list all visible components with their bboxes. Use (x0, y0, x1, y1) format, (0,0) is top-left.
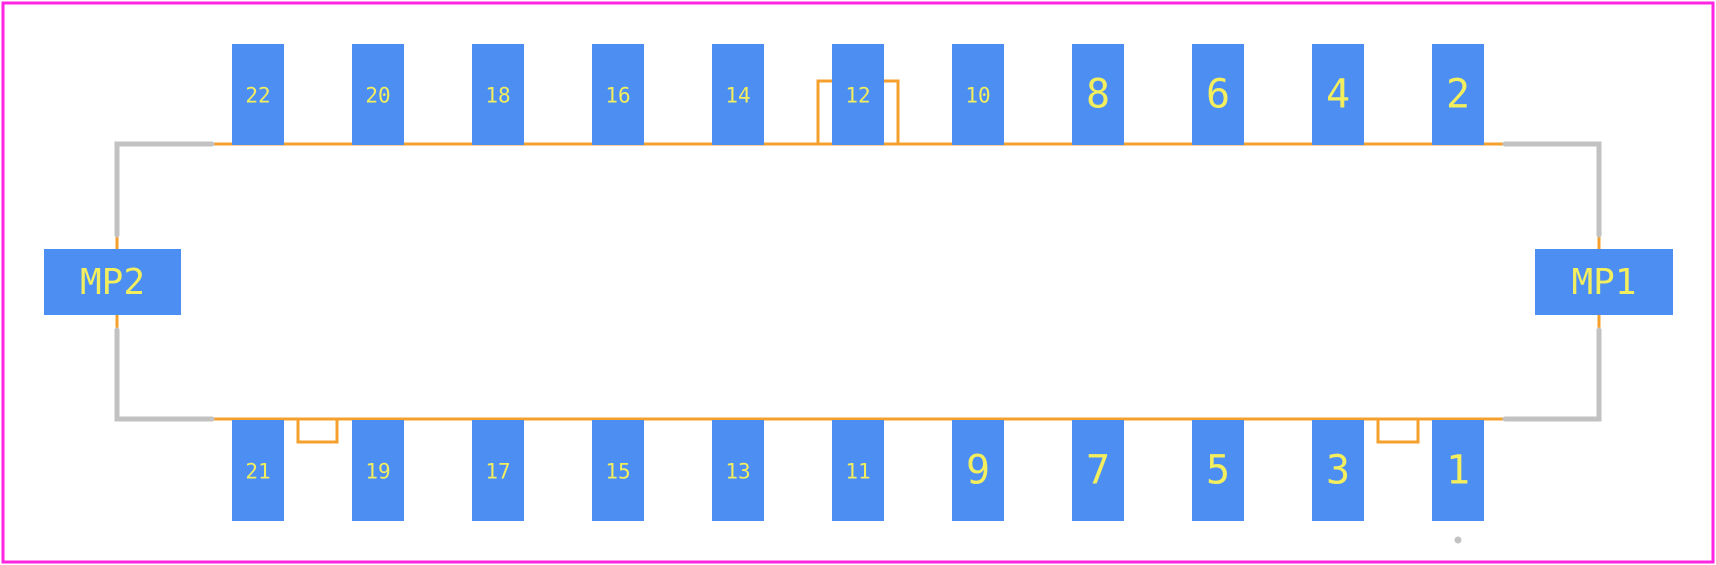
pad-14-label: 14 (725, 84, 750, 108)
pad-18-body (472, 44, 524, 145)
outline-top-left (114, 141, 215, 238)
mounting-pad-left-label: MP2 (80, 262, 145, 303)
pad-14-body (712, 44, 764, 145)
pad-8-body (1072, 44, 1124, 145)
pad-20-label: 20 (365, 84, 390, 108)
pad-21-body (232, 420, 284, 521)
pad-9-body (952, 420, 1004, 521)
pad-10-label: 10 (965, 84, 990, 108)
outline-bottom-right (1502, 327, 1602, 422)
pad-17-label: 17 (485, 460, 510, 484)
pad-4-body (1312, 44, 1364, 145)
pad-6[interactable]: 6 (1192, 44, 1244, 145)
pad-3-label: 3 (1326, 448, 1350, 494)
pad-18[interactable]: 18 (472, 44, 524, 145)
pad-2[interactable]: 2 (1432, 44, 1484, 145)
pad-16-body (592, 44, 644, 145)
pad-12[interactable]: 12 (832, 44, 884, 145)
pad-5-label: 5 (1206, 448, 1230, 494)
pad-9[interactable]: 9 (952, 420, 1004, 521)
pad-22[interactable]: 22 (232, 44, 284, 145)
pad-12-label: 12 (845, 84, 870, 108)
pin1-indicator-dot (1454, 536, 1462, 544)
pad-4[interactable]: 4 (1312, 44, 1364, 145)
pad-21[interactable]: 21 (232, 420, 284, 521)
pad-19[interactable]: 19 (352, 420, 404, 521)
pad-19-label: 19 (365, 460, 390, 484)
pad-11-body (832, 420, 884, 521)
pad-9-label: 9 (966, 448, 990, 494)
pad-11-label: 11 (845, 460, 870, 484)
mounting-pad-left[interactable]: MP2 (44, 249, 181, 315)
pad-3-body (1312, 420, 1364, 521)
pad-5[interactable]: 5 (1192, 420, 1244, 521)
pad-10-body (952, 44, 1004, 145)
pad-7-body (1072, 420, 1124, 521)
body-outline (114, 141, 1602, 422)
mounting-pad-right-label: MP1 (1571, 262, 1636, 303)
pad-2-label: 2 (1446, 72, 1470, 118)
pad-16-label: 16 (605, 84, 630, 108)
pad-15-body (592, 420, 644, 521)
pad-3[interactable]: 3 (1312, 420, 1364, 521)
outline-top-right (1502, 141, 1602, 238)
pad-1-label: 1 (1446, 448, 1470, 494)
mounting-pad-right-body (1535, 249, 1673, 315)
mounting-pad-right[interactable]: MP1 (1535, 249, 1673, 315)
pad-6-body (1192, 44, 1244, 145)
pad-5-body (1192, 420, 1244, 521)
pad-10[interactable]: 10 (952, 44, 1004, 145)
pad-13-label: 13 (725, 460, 750, 484)
pad-2-body (1432, 44, 1484, 145)
pad-17[interactable]: 17 (472, 420, 524, 521)
pad-15-label: 15 (605, 460, 630, 484)
pad-13[interactable]: 13 (712, 420, 764, 521)
mounting-pad-left-body (44, 249, 181, 315)
pad-4-label: 4 (1326, 72, 1350, 118)
pad-20[interactable]: 20 (352, 44, 404, 145)
pad-row-top: 22 20 18 16 14 12 10 8 6 4 2 (232, 44, 1484, 145)
pad-8-label: 8 (1086, 72, 1110, 118)
pad-17-body (472, 420, 524, 521)
pad-21-label: 21 (245, 460, 270, 484)
pad-14[interactable]: 14 (712, 44, 764, 145)
pad-20-body (352, 44, 404, 145)
pad-7[interactable]: 7 (1072, 420, 1124, 521)
pad-11[interactable]: 11 (832, 420, 884, 521)
outline-bottom-left (114, 327, 215, 422)
pad-row-bottom: 21 19 17 15 13 11 9 7 5 3 1 (232, 420, 1484, 521)
pad-1-body (1432, 420, 1484, 521)
pad-15[interactable]: 15 (592, 420, 644, 521)
pad-1[interactable]: 1 (1432, 420, 1484, 521)
pad-22-label: 22 (245, 84, 270, 108)
pad-18-label: 18 (485, 84, 510, 108)
pad-12-body (832, 44, 884, 145)
pad-6-label: 6 (1206, 72, 1230, 118)
pad-16[interactable]: 16 (592, 44, 644, 145)
silk-bottom-left-notch (296, 419, 339, 444)
pad-22-body (232, 44, 284, 145)
silk-pin1-notch (1376, 419, 1420, 444)
pad-13-body (712, 420, 764, 521)
pad-8[interactable]: 8 (1072, 44, 1124, 145)
pad-7-label: 7 (1086, 448, 1110, 494)
pad-19-body (352, 420, 404, 521)
